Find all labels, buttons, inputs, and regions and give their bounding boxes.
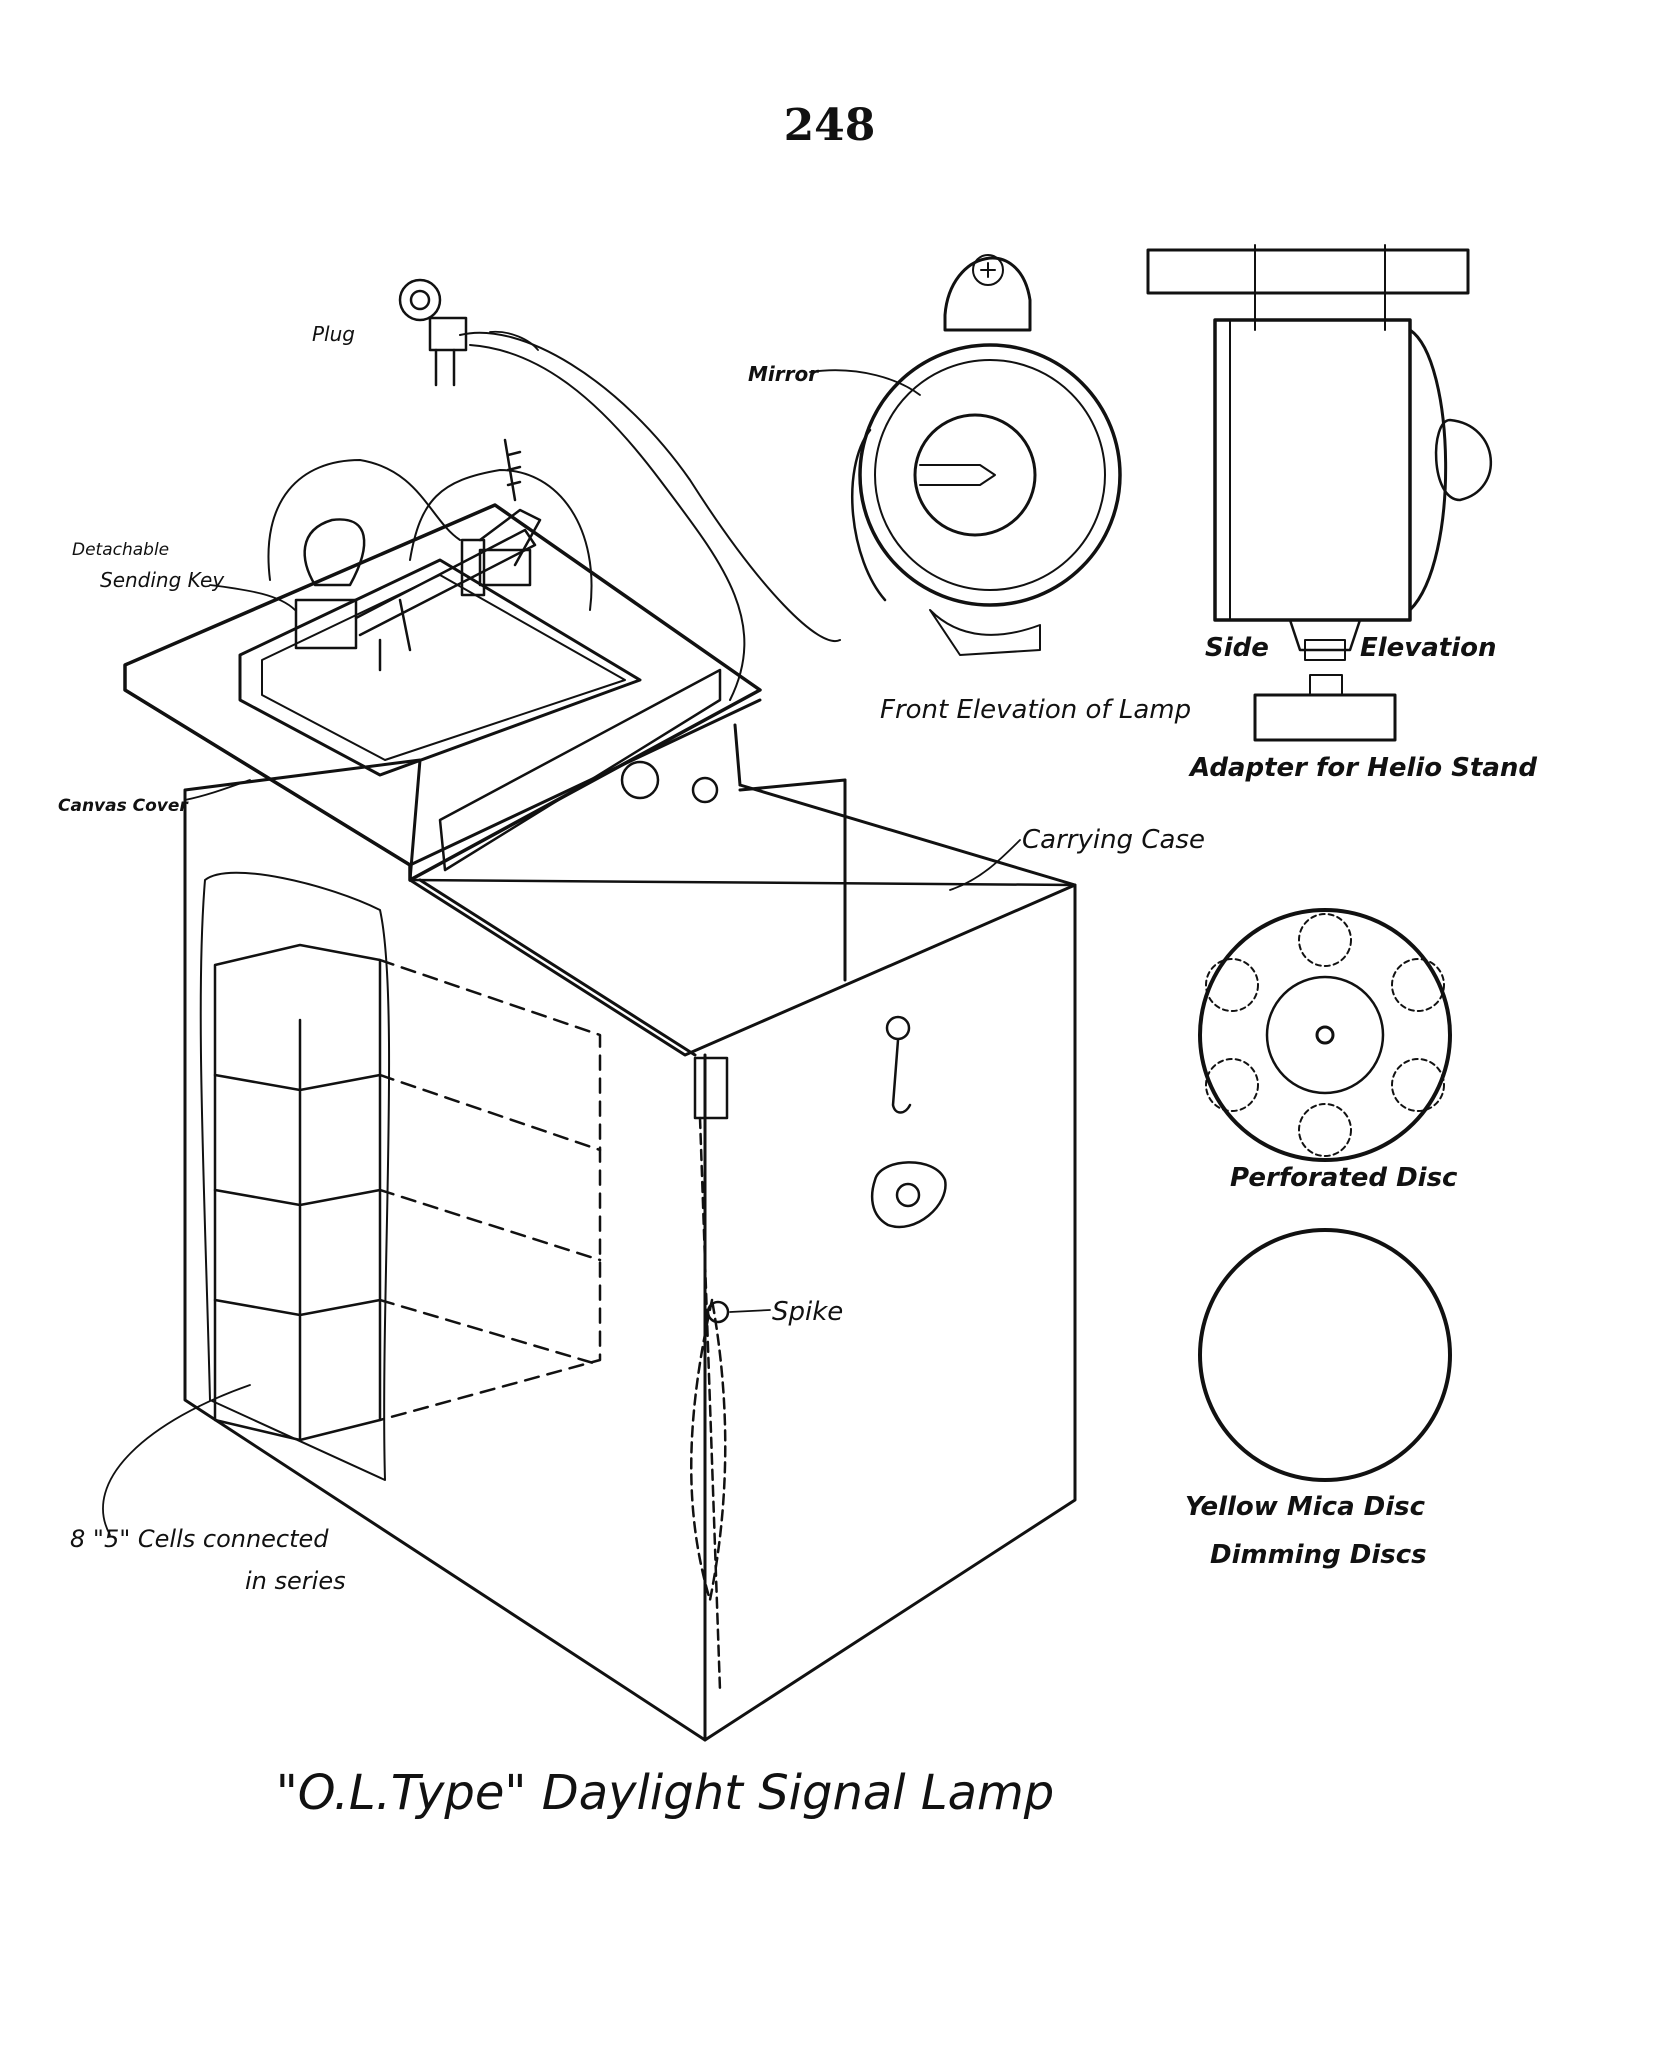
yellow-mica-disc	[1198, 1228, 1452, 1482]
spike	[689, 1056, 730, 1692]
page-number: 248	[783, 100, 876, 151]
label-cells: 8 "5" Cells connected	[70, 1525, 329, 1553]
label-sending-key: Sending Key	[100, 568, 225, 592]
perforated-disc	[1198, 908, 1452, 1162]
label-mirror: Mirror	[748, 362, 819, 386]
lid	[123, 503, 762, 882]
leader-lines	[102, 330, 1021, 1536]
adapter-helio-stand	[1253, 674, 1397, 742]
hinge	[438, 668, 722, 872]
label-adapter: Adapter for Helio Stand	[1190, 753, 1538, 783]
battery-cells	[199, 871, 602, 1481]
label-carrying-case: Carrying Case	[1022, 825, 1205, 855]
label-canvas-cover: Canvas Cover	[58, 796, 188, 816]
side-elevation-lamp	[1146, 244, 1493, 661]
case-fittings	[870, 1015, 947, 1229]
wiring	[267, 331, 841, 701]
figure-caption: "O.L.Type" Daylight Signal Lamp	[275, 1765, 1055, 1821]
sending-key	[294, 438, 542, 672]
label-perforated-disc: Perforated Disc	[1230, 1163, 1458, 1193]
label-spike: Spike	[772, 1297, 844, 1327]
label-in-series: in series	[245, 1567, 346, 1595]
plug	[398, 278, 468, 387]
label-dimming-discs: Dimming Discs	[1210, 1540, 1427, 1570]
label-detachable: Detachable	[72, 540, 170, 560]
label-elevation: Elevation	[1360, 633, 1497, 663]
front-elevation-lamp	[851, 254, 1122, 656]
label-front-elevation: Front Elevation of Lamp	[880, 695, 1192, 725]
label-plug: Plug	[312, 322, 355, 346]
carrying-case	[183, 723, 1077, 1742]
label-yellow-mica-disc: Yellow Mica Disc	[1185, 1492, 1426, 1522]
label-side: Side	[1205, 633, 1269, 663]
